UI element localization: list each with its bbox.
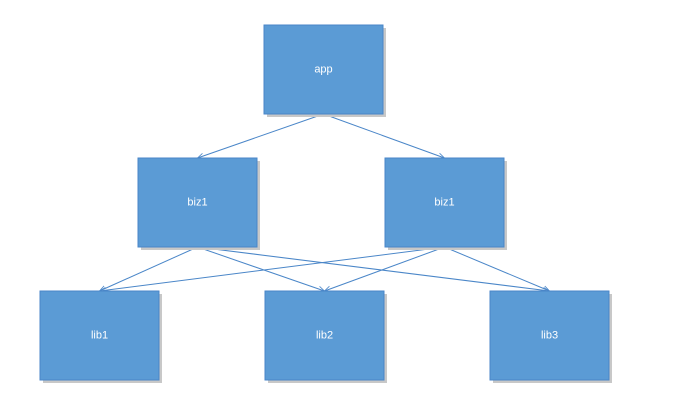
edge-biz1b-to-lib2 [325,246,445,291]
node-lib2: lib2 [264,290,387,383]
node-app: app [263,24,386,117]
edge-biz1b-to-lib3 [444,246,550,291]
node-biz1-right: biz1 [384,157,507,250]
edge-app-to-biz1b [323,113,445,158]
edge-biz1a-to-lib2 [197,246,325,291]
node-lib1: lib1 [39,290,162,383]
node-biz1-left-label: biz1 [187,197,207,209]
edge-app-to-biz1a [198,113,324,158]
node-lib3-label: lib3 [541,330,558,342]
node-lib1-label: lib1 [91,330,108,342]
node-biz1-right-label: biz1 [434,197,454,209]
node-biz1-left: biz1 [137,157,260,250]
edge-biz1a-to-lib1 [100,246,198,292]
edge-biz1b-to-lib1 [100,246,445,291]
edge-biz1a-to-lib3 [197,246,550,291]
node-app-label: app [314,64,332,76]
node-lib2-label: lib2 [316,330,333,342]
node-lib3: lib3 [489,290,612,383]
edges-layer [100,113,550,292]
